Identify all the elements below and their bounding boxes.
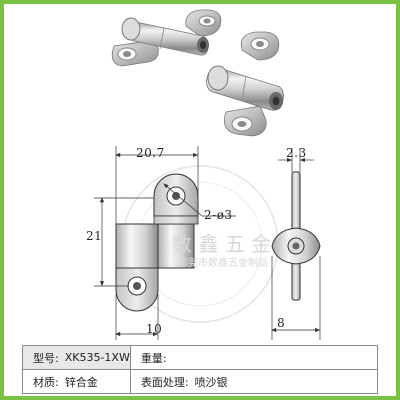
model-label: 型号:: [33, 351, 59, 365]
hinge-photo-2: [206, 31, 284, 137]
dim-width-top: 20.7: [136, 146, 165, 160]
material-cell: 材质: 锌合金: [22, 369, 131, 394]
spec-row-1: 型号: XK535-1XW 重量:: [22, 345, 379, 370]
watermark-subtext: 东莞市数鑫五金制品: [178, 258, 268, 269]
weight-label: 重量:: [140, 351, 167, 365]
dim-height-left: 21: [86, 229, 103, 243]
dim-bottom-width: 10: [146, 322, 163, 336]
spec-table: 型号: XK535-1XW 重量: 材质: 锌合金 表面处理: 喷沙银: [22, 345, 379, 394]
dim-hole-callout: 2-ø3: [204, 208, 233, 222]
dim-side-width: 8: [277, 316, 286, 330]
model-value: XK535-1XW: [64, 351, 130, 364]
model-cell: 型号: XK535-1XW: [22, 345, 131, 370]
dim-thickness-top: 2.3: [286, 146, 307, 160]
spec-row-2: 材质: 锌合金 表面处理: 喷沙银: [22, 369, 379, 394]
material-value: 锌合金: [64, 375, 98, 389]
weight-cell: 重量:: [129, 345, 379, 370]
technical-drawing: [94, 146, 321, 340]
hinge-side-view: [271, 171, 321, 301]
finish-label: 表面处理:: [140, 375, 189, 389]
hinge-photo-1: [111, 9, 222, 67]
finish-cell: 表面处理: 喷沙银: [129, 369, 379, 394]
finish-value: 喷沙银: [194, 375, 228, 389]
watermark-text: 数 鑫 五 金: [172, 232, 272, 256]
product-photo: [111, 9, 284, 137]
material-label: 材质:: [33, 375, 59, 389]
